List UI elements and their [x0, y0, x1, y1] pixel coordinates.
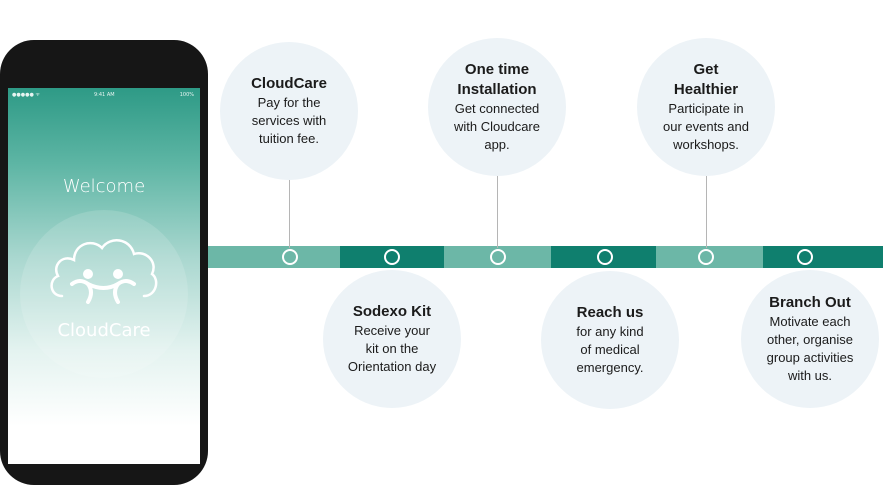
- step-desc-line: app.: [484, 137, 510, 152]
- step-desc-line: Receive your: [354, 323, 430, 338]
- battery-indicator: 100%: [179, 92, 194, 98]
- step-bubble-branch-out: Branch Out Motivate each other, organise…: [741, 270, 879, 408]
- step-title: One time Installation: [457, 61, 537, 98]
- step-desc-line: our events and: [662, 119, 749, 134]
- step-desc-line: services with: [251, 113, 327, 128]
- step-desc-line: of medical: [580, 342, 640, 357]
- status-bar: ●●●●● ᯤ 9:41 AM 100%: [8, 90, 200, 100]
- timeline-bar: [208, 246, 883, 268]
- step-bubble-get-healthier: Get Healthier Participate in our events …: [637, 38, 775, 176]
- timeline-node: [597, 249, 613, 265]
- step-desc-line: with Cloudcare: [454, 119, 540, 134]
- brand-name: CloudCare: [57, 320, 151, 341]
- step-desc-line: workshops.: [673, 137, 739, 152]
- timeline-node: [698, 249, 714, 265]
- connector-line: [289, 180, 290, 248]
- step-desc-line: group activities: [766, 350, 854, 365]
- signal-indicator: ●●●●● ᯤ: [12, 92, 40, 98]
- connector-line: [497, 175, 498, 248]
- step-desc-line: with us.: [787, 368, 833, 383]
- status-time: 9:41 AM: [94, 92, 115, 98]
- step-bubble-cloudcare: CloudCare Pay for the services with tuit…: [220, 42, 358, 180]
- step-desc-line: tuition fee.: [259, 131, 319, 146]
- step-desc-line: kit on the: [365, 341, 419, 356]
- step-desc-line: emergency.: [576, 360, 644, 375]
- step-title: Branch Out: [769, 294, 851, 311]
- timeline-node: [490, 249, 506, 265]
- connector-line: [706, 176, 707, 248]
- logo-disc: CloudCare: [20, 210, 188, 378]
- step-title: CloudCare: [251, 75, 327, 92]
- timeline-node: [282, 249, 298, 265]
- welcome-text: Welcome: [62, 176, 146, 197]
- step-desc-line: Participate in: [668, 101, 744, 116]
- timeline-node: [384, 249, 400, 265]
- step-title: Reach us: [576, 304, 644, 321]
- cloud-people-logo-icon: [50, 239, 158, 304]
- step-desc-line: Orientation day: [347, 359, 437, 374]
- step-desc-line: other, organise: [766, 332, 853, 347]
- step-title: Get Healthier: [673, 61, 739, 98]
- phone-mockup: ●●●●● ᯤ 9:41 AM 100% Welcome CloudCare: [0, 40, 208, 485]
- step-desc-line: Motivate each: [769, 314, 851, 329]
- step-bubble-reach-us: Reach us for any kind of medical emergen…: [541, 271, 679, 409]
- step-desc-line: Get connected: [454, 101, 540, 116]
- step-bubble-installation: One time Installation Get connected with…: [428, 38, 566, 176]
- step-desc-line: for any kind: [576, 324, 644, 339]
- timeline-segment: [208, 246, 340, 268]
- timeline-segment: [763, 246, 883, 268]
- phone-screen: ●●●●● ᯤ 9:41 AM 100% Welcome CloudCare: [8, 88, 200, 464]
- step-desc-line: Pay for the: [257, 95, 321, 110]
- step-bubble-sodexo-kit: Sodexo Kit Receive your kit on the Orien…: [323, 270, 461, 408]
- timeline-node: [797, 249, 813, 265]
- step-title: Sodexo Kit: [352, 303, 432, 320]
